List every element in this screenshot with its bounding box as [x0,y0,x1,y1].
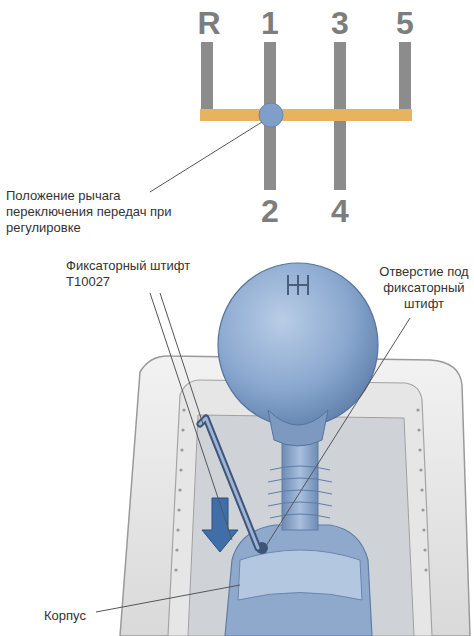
gear-label: 5 [385,6,425,40]
callout-text: Фиксаторный штифт T10027 [66,258,196,290]
gear-label: R [189,6,229,40]
gear-label: 2 [250,194,290,228]
gear-label: 1 [250,6,290,40]
gear-housing [225,430,372,636]
callout-text: Отверстие под фиксаторный штифт [377,264,471,312]
shift-knob [218,263,378,446]
callout-text: Положение рычага переключения передач пр… [6,188,196,236]
callout-text: Корпус [44,608,124,624]
gear-label: 3 [320,6,360,40]
gear-label: 4 [320,194,360,228]
leader-lines [96,293,410,612]
shift-pattern [150,42,412,192]
